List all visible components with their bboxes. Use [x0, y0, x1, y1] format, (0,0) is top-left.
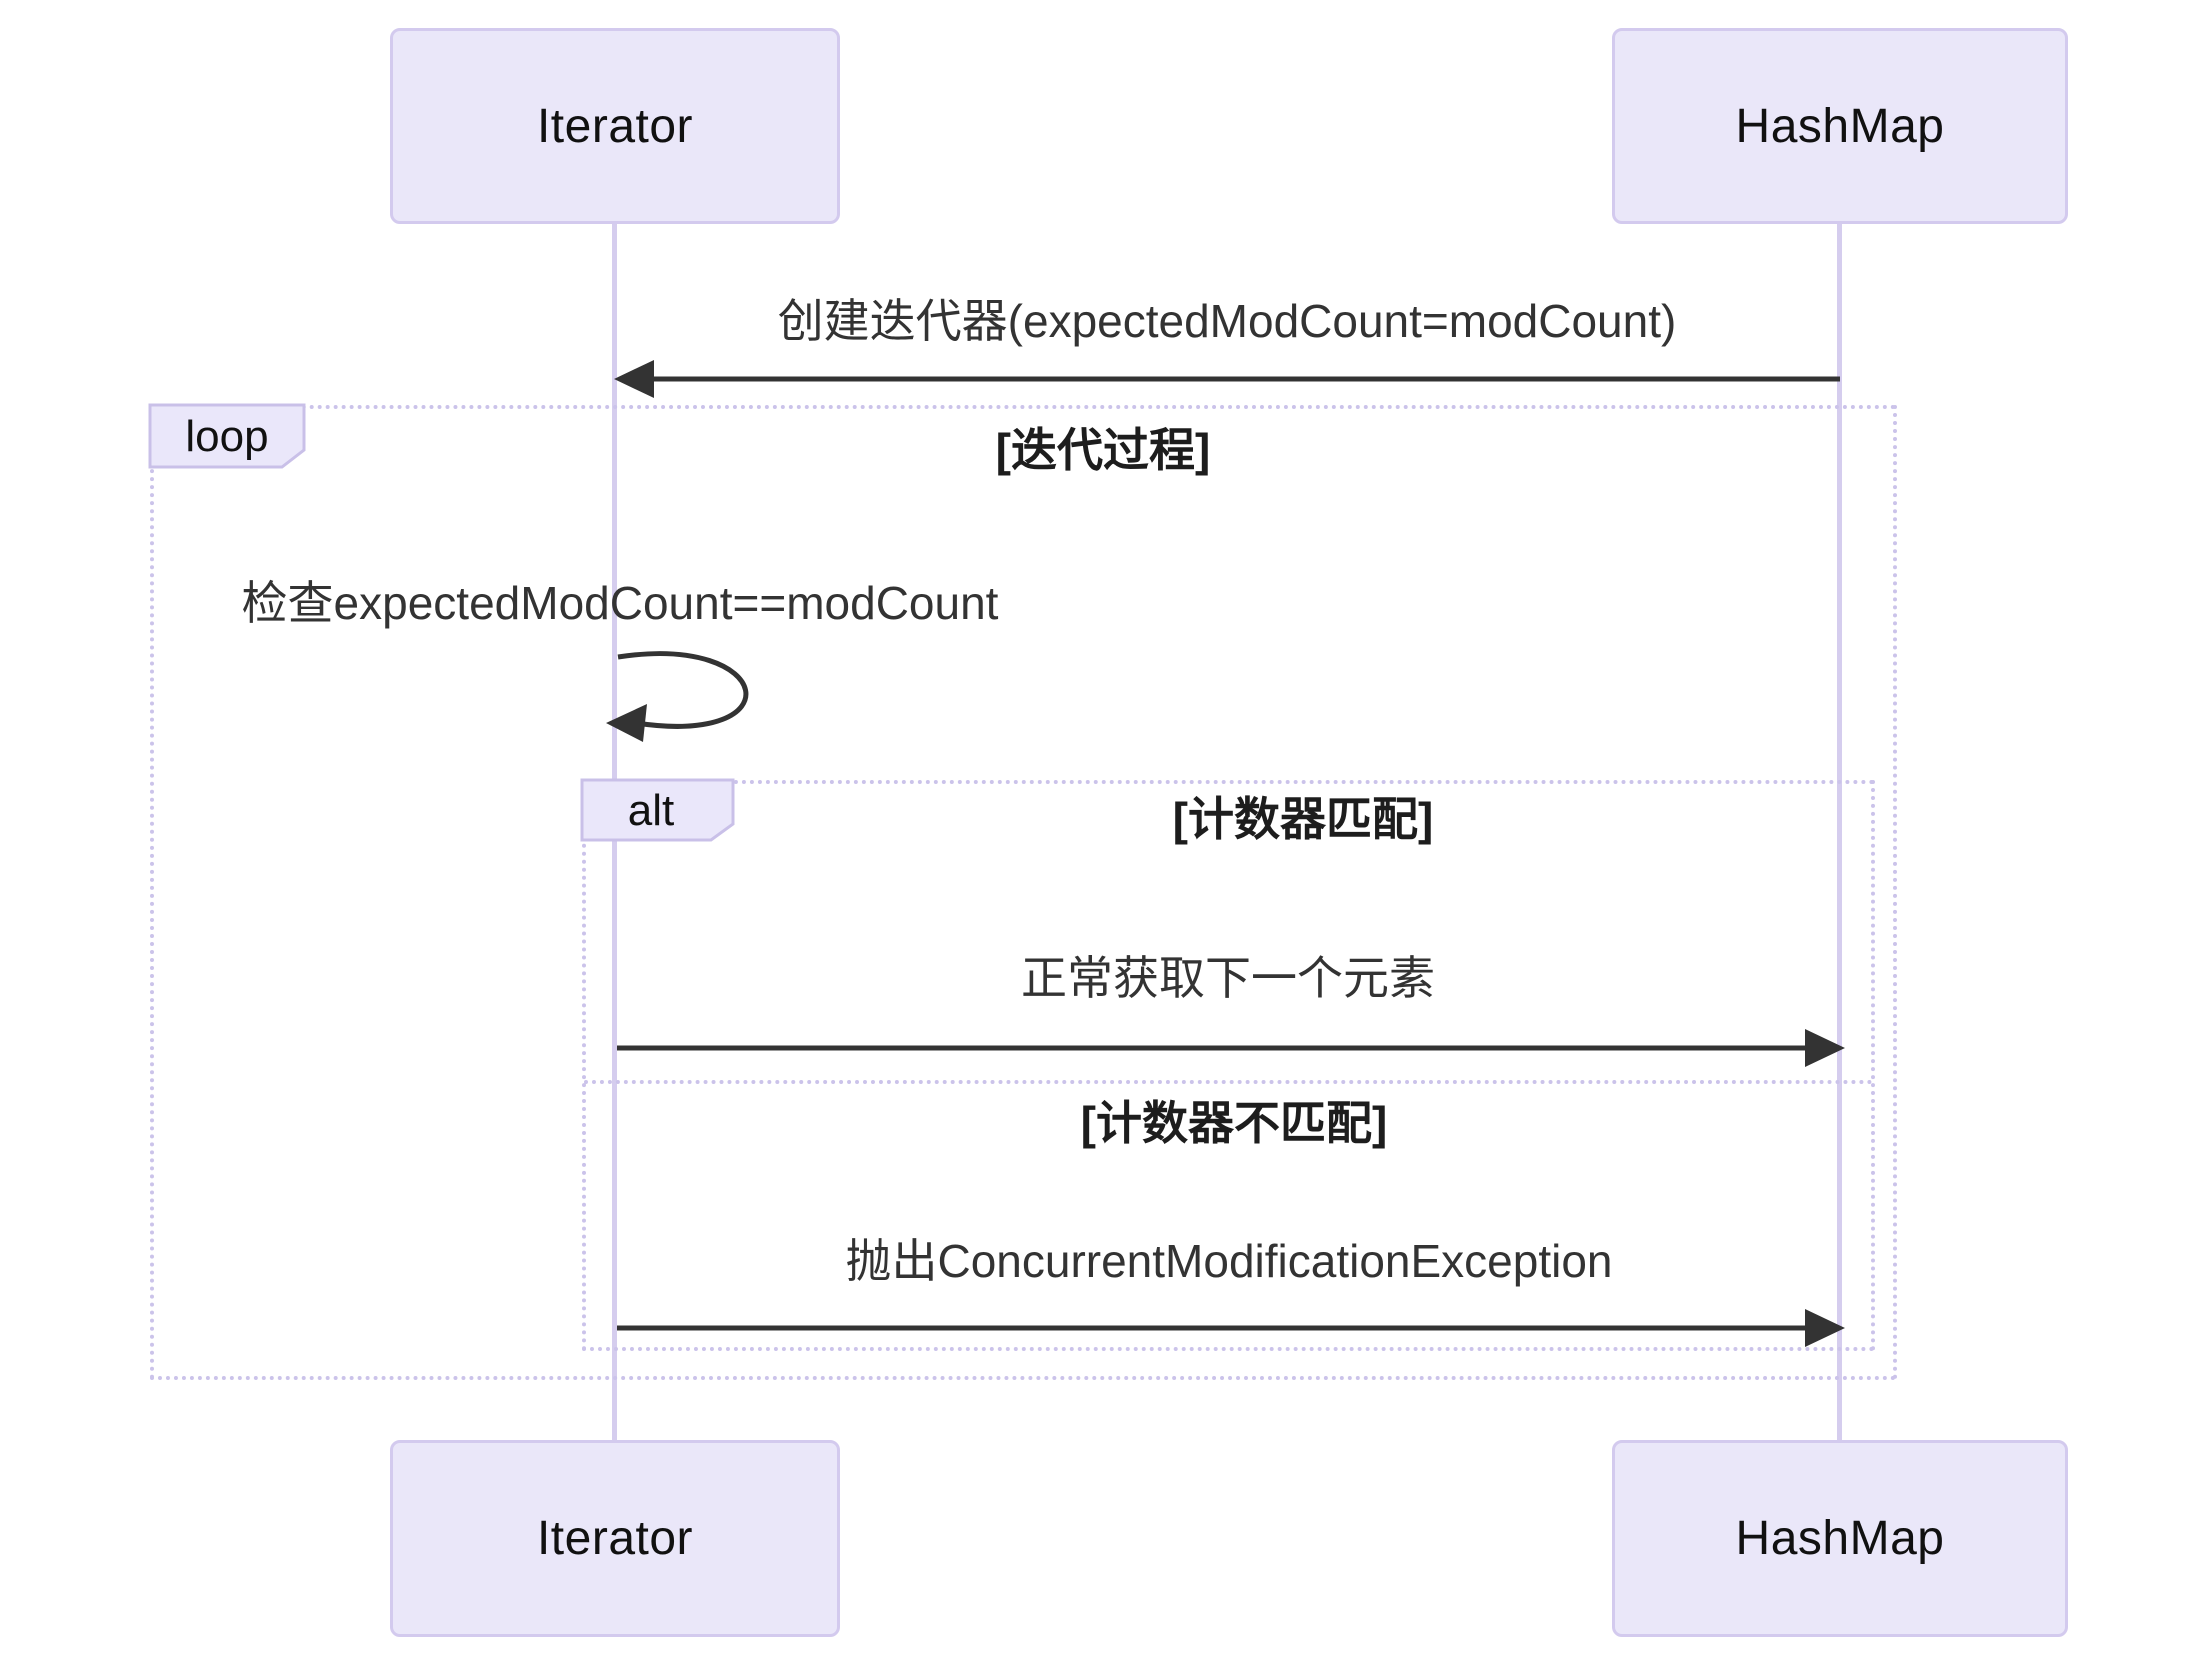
message-label-throw-exception: 抛出ConcurrentModificationException — [845, 1235, 1613, 1287]
actor-box-iterator-top: Iterator — [390, 28, 840, 224]
loop-label: loop — [185, 412, 269, 461]
message-label-check-modcount: 检查expectedModCount==modCount — [241, 577, 999, 629]
arrowhead-left-icon — [614, 360, 654, 398]
self-message-arrow — [617, 651, 749, 729]
arrowhead-right-icon — [1805, 1309, 1845, 1347]
alt-title-match: [计数器匹配] — [1172, 793, 1434, 845]
message-label-create-iterator: 创建迭代器(expectedModCount=modCount) — [777, 295, 1677, 347]
arrowhead-right-icon — [1805, 1029, 1845, 1067]
lifeline-hashmap — [1837, 223, 1842, 1441]
alt-label: alt — [627, 786, 675, 835]
self-arrowhead-icon — [606, 704, 647, 742]
loop-frame — [150, 405, 1897, 1380]
alt-frame — [582, 780, 1875, 1351]
loop-title: [迭代过程] — [995, 424, 1211, 476]
loop-label-pentagon — [148, 403, 306, 469]
actor-box-hashmap-top: HashMap — [1612, 28, 2068, 224]
alt-section-divider — [584, 1080, 1873, 1084]
actor-label-iterator: Iterator — [536, 99, 694, 153]
actor-label-iterator: Iterator — [536, 1512, 694, 1565]
actor-label-hashmap: HashMap — [1735, 99, 1945, 153]
actor-box-iterator-bottom: Iterator — [390, 1440, 840, 1637]
alt-label-pentagon — [580, 778, 735, 842]
message-label-get-next: 正常获取下一个元素 — [1021, 952, 1435, 1004]
actor-box-hashmap-bottom: HashMap — [1612, 1440, 2068, 1637]
actor-label-hashmap: HashMap — [1735, 1512, 1945, 1565]
alt-title-mismatch: [计数器不匹配] — [1080, 1097, 1388, 1149]
